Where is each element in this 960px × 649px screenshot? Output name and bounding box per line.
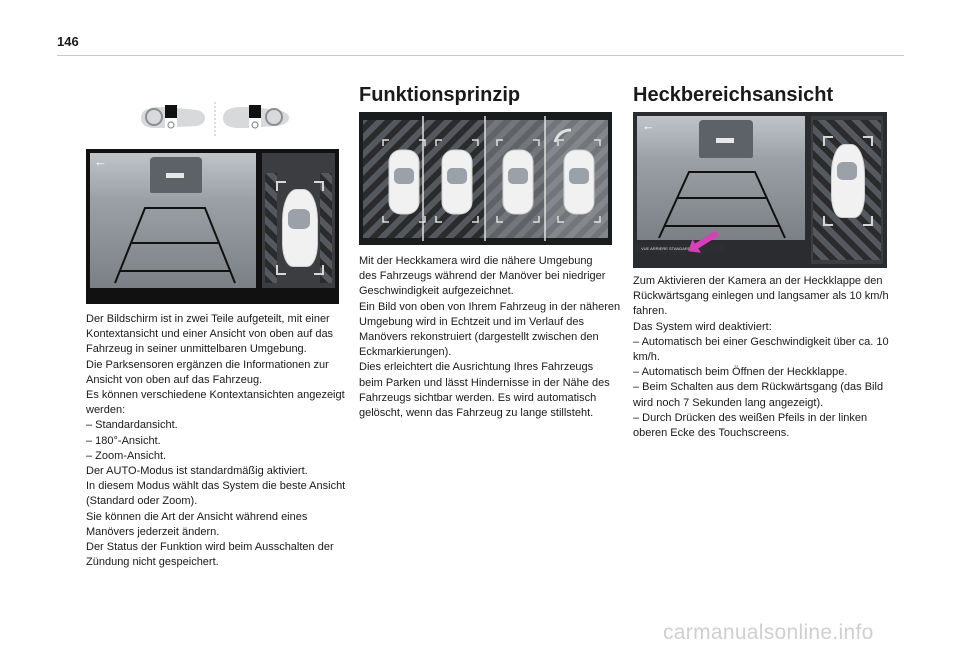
text-line: – Durch Drücken des weißen Pfeils in der…	[633, 411, 868, 424]
text-line: Der Bildschirm ist in zwei Teile aufgete…	[86, 313, 330, 325]
text-line: gelöscht, wenn das Fahrzeug zu lange sti…	[359, 407, 594, 420]
text-line: Dies erleichtert die Ausrichtung Ihres F…	[359, 361, 594, 374]
text-line: fahren.	[633, 305, 668, 318]
header-rule	[57, 55, 904, 56]
text-line: Eckmarkierungen).	[359, 346, 452, 359]
text-line: – Automatisch bei einer Geschwindigkeit …	[633, 335, 889, 348]
page-number: 146	[57, 34, 79, 49]
text-line: – Standardansicht.	[86, 419, 178, 432]
text-line: wird noch 7 Sekunden lang angezeigt).	[633, 396, 824, 409]
text-line: Rückwärtsgang einlegen und langsamer als…	[633, 290, 889, 303]
text-line: Kontextansicht und einer Ansicht von obe…	[86, 328, 334, 341]
text-line: Ansicht von oben auf das Fahrzeug.	[86, 373, 263, 386]
col3-text: Zum Aktivieren der Kamera an der Heckkla…	[633, 274, 895, 441]
text-line: Mit der Heckkamera wird die nähere Umgeb…	[359, 255, 593, 267]
steering-wheel-icon	[223, 105, 289, 129]
text-line: Geschwindigkeit aufgezeichnet.	[359, 285, 514, 298]
text-line: Der Status der Funktion wird beim Aussch…	[86, 541, 334, 554]
text-line: Es können verschiedene Kontextansichten …	[86, 389, 345, 402]
text-line: Fahrzeugs sichtbar werden. Es wird autom…	[359, 391, 597, 404]
back-arrow-icon: ←	[642, 118, 655, 133]
section-heading-funktionsprinzip: Funktionsprinzip	[359, 84, 521, 106]
text-line: – Beim Schalten aus dem Rückwärtsgang (d…	[633, 381, 884, 394]
text-line: Ein Bild von oben von Ihrem Fahrzeug in …	[359, 300, 621, 313]
text-line: Sie können die Art der Ansicht während e…	[86, 510, 308, 523]
view-mode-label: VUE ARRIERE STANDARD	[637, 244, 725, 253]
steering-wheel-icon	[141, 105, 205, 129]
col1-text: Der Bildschirm ist in zwei Teile aufgete…	[86, 312, 348, 570]
top-view-sequence-image	[359, 112, 612, 245]
text-line: Manövers jederzeit ändern.	[86, 525, 220, 538]
text-line: In diesem Modus wählt das System die bes…	[86, 480, 346, 493]
text-line: beim Parken und lässt Hindernisse in der…	[359, 376, 610, 389]
text-line: Fahrzeug in seiner unmittelbaren Umgebun…	[86, 343, 307, 356]
text-line: km/h.	[633, 351, 660, 364]
rear-view-screen-image: ← VUE ARRIERE STANDARD	[633, 112, 887, 268]
text-line: werden:	[86, 404, 126, 417]
back-arrow-icon: ←	[94, 154, 107, 169]
steering-wheel-icons	[141, 102, 289, 138]
text-line: oberen Ecke des Touchscreens.	[633, 427, 790, 440]
watermark: carmanualsonline.info	[663, 621, 874, 644]
text-line: Zündung nicht gespeichert.	[86, 556, 219, 569]
text-line: Zum Aktivieren der Kamera an der Heckkla…	[633, 275, 883, 287]
text-line: Umgebung wird in Echtzeit und im Verlauf…	[359, 315, 585, 328]
text-line: – Automatisch beim Öffnen der Heckklappe…	[633, 366, 848, 379]
camera-screen-image: ←	[86, 149, 339, 304]
text-line: Der AUTO-Modus ist standardmäßig aktivie…	[86, 465, 308, 478]
text-line: – 180°-Ansicht.	[86, 434, 161, 447]
text-line: des Fahrzeugs während der Manöver bei ni…	[359, 270, 606, 283]
text-line: (Standard oder Zoom).	[86, 495, 198, 508]
text-line: Das System wird deaktiviert:	[633, 320, 772, 333]
section-heading-heckbereichsansicht: Heckbereichsansicht	[633, 84, 834, 106]
col2-text: Mit der Heckkamera wird die nähere Umgeb…	[359, 254, 621, 421]
text-line: Die Parksensoren ergänzen die Informatio…	[86, 358, 329, 371]
text-line: – Zoom-Ansicht.	[86, 449, 167, 462]
text-line: Manövers rekonstruiert (dargestellt zwis…	[359, 331, 599, 344]
